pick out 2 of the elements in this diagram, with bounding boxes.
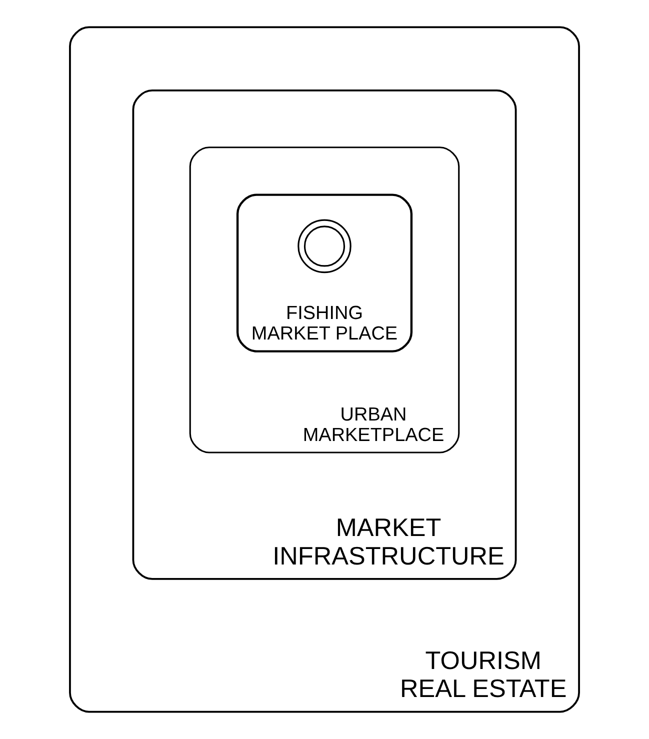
node-picture [298, 219, 352, 274]
cluster: FISHING MARKET PLACE [236, 194, 413, 352]
